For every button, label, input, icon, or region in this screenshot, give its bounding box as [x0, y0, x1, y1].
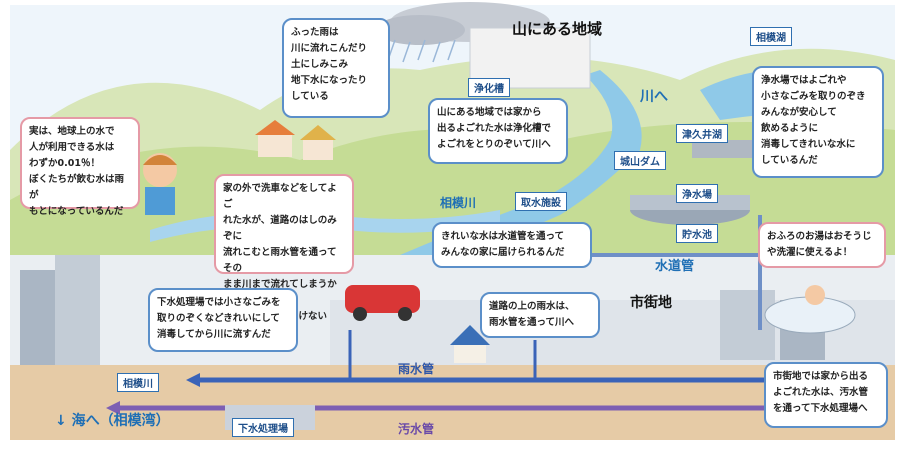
- label-rainwater-pipe: 雨水管: [398, 362, 435, 376]
- label-water-purification-plant: 浄水場: [676, 184, 718, 203]
- mountain-area-title: 山にある地域: [512, 20, 603, 38]
- bubble-car-wash: 家の外で洗車などをしてよごれた水が、道路のはしのみぞに流れこむと雨水管を通ってそ…: [214, 174, 354, 338]
- label-reservoir: 貯水池: [676, 224, 718, 243]
- bubble-city-sewage: 市街地では家から出るよごれた水は、汚水管を通って下水処理場へ: [764, 362, 888, 428]
- label-shiroyama-dam: 城山ダム: [614, 151, 666, 170]
- label-tsukui-lake: 津久井湖: [676, 124, 728, 143]
- label-septic-tank: 浄化槽: [468, 78, 510, 97]
- label-water-pipe: 水道管: [655, 259, 695, 274]
- bubble-purification: 浄水場ではよごれや小さなごみを取りのぞきみんなが安心して飲めるように消毒してきれ…: [752, 66, 884, 178]
- bubble-mountain-septic: 山にある地域では家から出るよごれた水は浄化槽でよごれをとりのぞいて川へ: [428, 98, 568, 164]
- label-sagami-river-upper: 相模川: [440, 196, 477, 210]
- label-to-sea: ↓ 海へ（相模湾）: [55, 413, 170, 429]
- label-city-area: 市街地: [630, 295, 672, 311]
- bubble-tap-water: きれいな水は水道管を通ってみんなの家に届けられるんだ: [432, 222, 592, 268]
- label-to-river: 川へ: [640, 89, 668, 105]
- label-sewage-treatment-plant: 下水処理場: [232, 418, 294, 437]
- shiroyama-dam: [692, 140, 762, 158]
- label-sewage-pipe: 汚水管: [398, 422, 435, 436]
- label-intake-facility: 取水施設: [515, 192, 567, 211]
- label-sagami-river-lower: 相模川: [117, 373, 159, 392]
- bubble-bath-water: おふろのお湯はおそうじや洗濯に使えるよ！: [758, 222, 886, 268]
- bubble-rain: ふった雨は川に流れこんだり土にしみこみ地下水になったりしている: [282, 18, 390, 118]
- bubble-road-rain: 道路の上の雨水は、雨水管を通って川へ: [480, 292, 600, 338]
- car: [345, 285, 420, 313]
- label-sagamiko: 相模湖: [750, 27, 792, 46]
- bubble-sewage-plant: 下水処理場では小さなごみを取りのぞくなどきれいにして消毒してから川に流すんだ: [148, 288, 298, 352]
- bubble-earth-water: 実は、地球上の水で人が利用できる水はわずか0.01％！ぼくたちが飲む水は雨がもと…: [20, 117, 140, 217]
